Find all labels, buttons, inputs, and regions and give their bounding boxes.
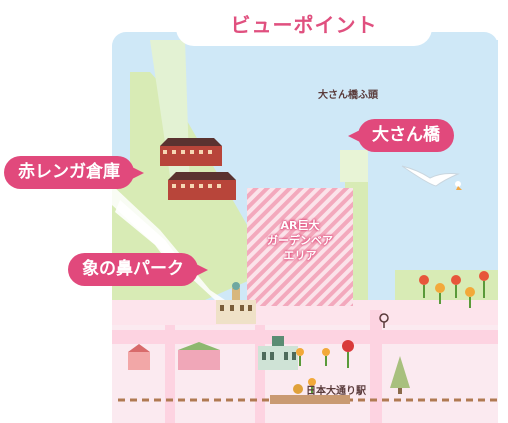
seagull-icon — [401, 165, 462, 190]
label-station: 日本大通り駅 — [306, 386, 366, 397]
ar-area-stripes — [247, 188, 353, 306]
road-main — [112, 330, 498, 344]
road-vertical-2 — [255, 325, 265, 423]
label-ar-area-line2: ガーデンベア — [267, 234, 333, 247]
page-title: ビューポイント — [176, 0, 432, 46]
building-icon — [216, 282, 256, 324]
warehouse-icon — [160, 138, 236, 200]
label-osanbashi-head: 大さん橋ふ頭 — [318, 90, 378, 101]
label-ar-area-line3: エリア — [283, 249, 317, 262]
road-diagonal — [112, 185, 225, 300]
land-osanbashi-head — [340, 150, 368, 182]
callout-osanbashi[interactable]: 大さん橋 — [348, 119, 454, 152]
callout-zounohana-park[interactable]: 象の鼻パーク — [68, 253, 208, 286]
label-ar-area-line1: AR巨大 — [280, 219, 320, 232]
road-vertical-1 — [165, 325, 175, 423]
station-icon — [293, 384, 303, 394]
callout-red-brick-warehouse[interactable]: 赤レンガ倉庫 — [4, 156, 144, 189]
tulip-icon — [296, 271, 489, 394]
land-right-top — [440, 40, 498, 110]
building-icon — [128, 336, 298, 370]
pin-icon — [379, 313, 389, 328]
label-ar-area: AR巨大 ガーデンベア エリア — [250, 218, 350, 263]
road-vertical-3 — [370, 310, 382, 423]
station-platform — [270, 395, 350, 404]
tree-icon — [390, 356, 410, 394]
